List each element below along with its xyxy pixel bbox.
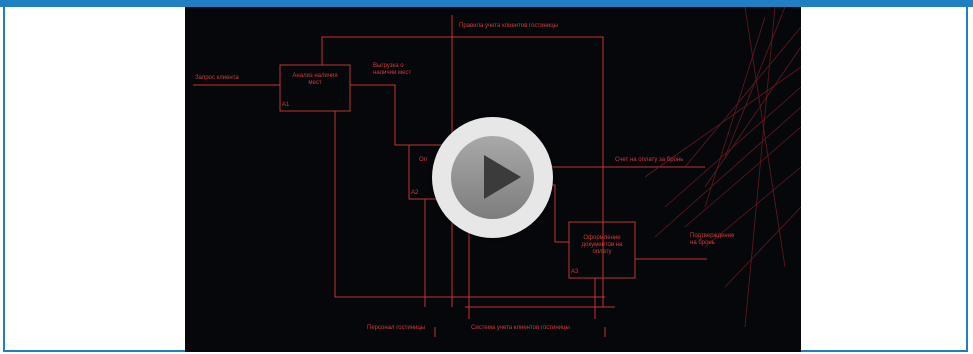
block-3-title: Оформление документов на оплату <box>581 235 623 255</box>
play-button[interactable] <box>432 117 553 238</box>
video-player[interactable]: Правила учета клиентов гостиницы Запрос … <box>185 7 801 352</box>
top-accent-bar <box>0 0 973 7</box>
label-bottom-left: Персонал гостиницы <box>367 325 426 331</box>
block-3-code: A3 <box>571 269 579 275</box>
label-output-mid: Выгрузка о наличии мест <box>373 63 412 76</box>
block-1-box <box>279 64 351 112</box>
label-bottom-right: Система учета клиентов гостиницы <box>471 325 570 331</box>
block-1-code: A1 <box>282 102 290 108</box>
block-2-title: Оп <box>419 157 427 163</box>
block-1-title: Анализ наличия мест <box>292 73 338 86</box>
block-3-box <box>568 221 636 279</box>
block-2-code: A2 <box>411 190 419 196</box>
label-output-right: Счет на оплату за бронь <box>615 157 684 163</box>
label-input: Запрос клиента <box>195 75 239 81</box>
play-button-inner <box>451 136 534 219</box>
label-top: Правила учета клиентов гостиницы <box>459 23 558 29</box>
play-icon <box>484 155 521 199</box>
label-output-bottom-right: Подтверждение на бронь <box>690 233 735 246</box>
